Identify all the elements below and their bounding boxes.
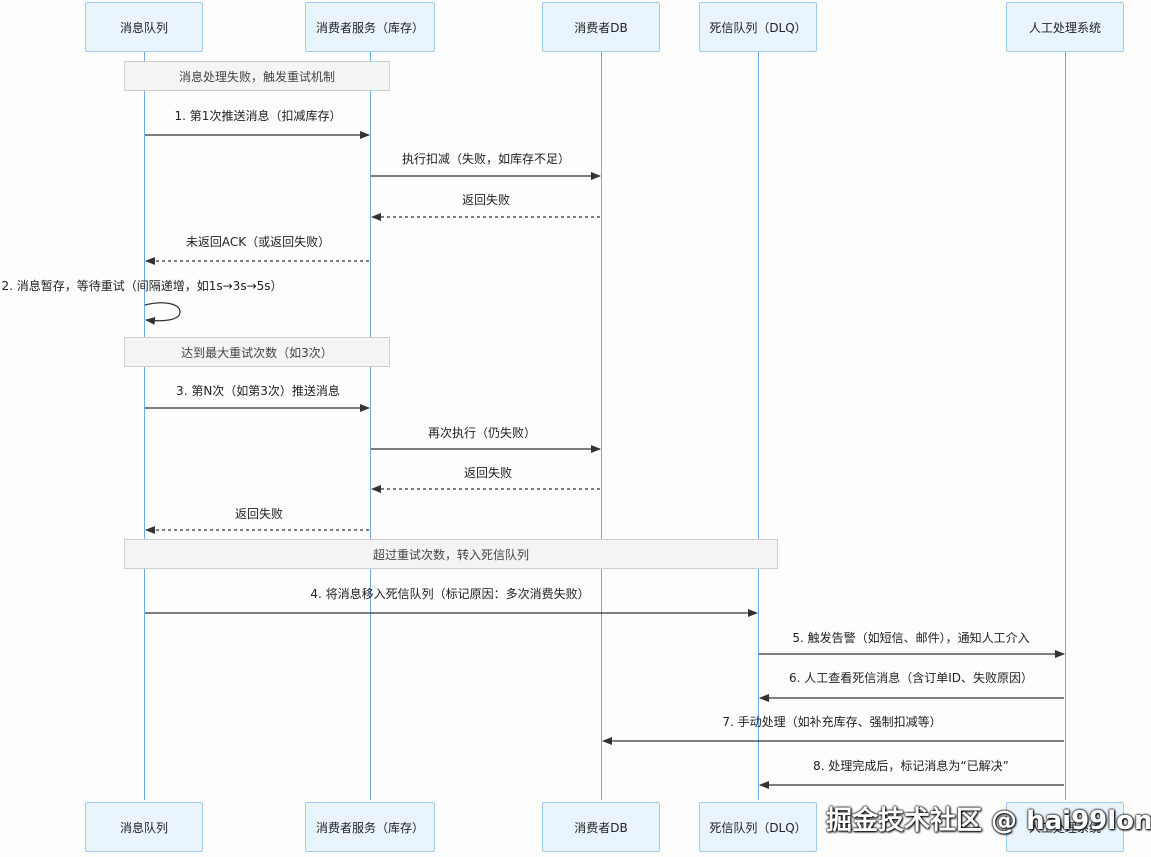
- note-to-dlq: 超过重试次数，转入死信队列: [124, 539, 778, 569]
- actor-manual-system-bottom: 人工处理系统: [1006, 802, 1124, 852]
- watermark: 掘金技术社区 @ hai99long: [826, 806, 1151, 836]
- actor-message-queue-bottom: 消息队列: [85, 802, 203, 852]
- actor-dlq-bottom: 死信队列（DLQ）: [699, 802, 817, 852]
- message-label-5: 2. 消息暂存，等待重试（间隔递增，如1s→3s→5s）: [1, 279, 283, 293]
- message-label-9: 返回失败: [234, 507, 284, 521]
- lifeline-manual-system: [1065, 52, 1066, 800]
- message-label-12: 6. 人工查看死信消息（含订单ID、失败原因）: [788, 671, 1034, 685]
- actor-consumer-service-bottom: 消费者服务（库存）: [305, 802, 435, 852]
- message-label-2: 执行扣减（失败，如库存不足）: [401, 152, 571, 166]
- message-label-6: 3. 第N次（如第3次）推送消息: [176, 384, 340, 398]
- message-label-13: 7. 手动处理（如补充库存、强制扣减等）: [722, 715, 942, 729]
- actor-dlq-top: 死信队列（DLQ）: [699, 2, 817, 52]
- message-label-8: 返回失败: [463, 466, 513, 480]
- arrow-msg-5-self-loop: [144, 302, 181, 325]
- lifeline-consumer-db: [601, 52, 602, 800]
- actor-message-queue-top: 消息队列: [85, 2, 203, 52]
- note-max-retries: 达到最大重试次数（如3次）: [124, 337, 390, 367]
- message-label-11: 5. 触发告警（如短信、邮件），通知人工介入: [792, 631, 1030, 645]
- actor-manual-system-top: 人工处理系统: [1006, 2, 1124, 52]
- actor-consumer-db-bottom: 消费者DB: [542, 802, 660, 852]
- message-label-14: 8. 处理完成后，标记消息为“已解决”: [813, 759, 1009, 773]
- actor-consumer-service-top: 消费者服务（库存）: [305, 2, 435, 52]
- lifeline-dlq: [758, 52, 759, 800]
- message-label-4: 未返回ACK（或返回失败）: [185, 235, 331, 249]
- lifeline-message-queue: [144, 52, 145, 800]
- message-label-7: 再次执行（仍失败）: [427, 426, 537, 440]
- message-label-1: 1. 第1次推送消息（扣减库存）: [174, 109, 342, 123]
- note-retry-triggered: 消息处理失败，触发重试机制: [124, 61, 390, 91]
- message-label-10: 4. 将消息移入死信队列（标记原因：多次消费失败）: [310, 587, 590, 601]
- lifeline-consumer-service: [370, 52, 371, 800]
- actor-consumer-db-top: 消费者DB: [542, 2, 660, 52]
- message-label-3: 返回失败: [461, 193, 511, 207]
